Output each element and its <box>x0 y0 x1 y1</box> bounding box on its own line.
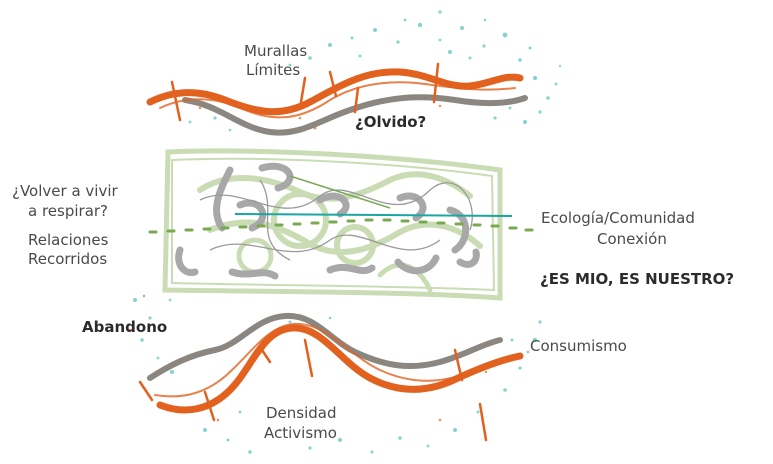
label-abandono: Abandono <box>82 318 167 337</box>
label-olvido: ¿Olvido? <box>355 113 426 132</box>
label-a-respirar: a respirar? <box>28 202 108 221</box>
label-recorridos: Recorridos <box>28 250 107 269</box>
label-ecologia-comunidad: Ecología/Comunidad <box>541 209 695 228</box>
bottom-gray-wave <box>150 316 500 378</box>
green-frame <box>165 151 500 298</box>
bottom-teal-speckles <box>133 298 542 454</box>
label-activismo: Activismo <box>264 424 337 443</box>
label-murallas: Murallas <box>244 42 307 61</box>
label-es-mio-es-nuestro: ¿ES MIO, ES NUESTRO? <box>540 270 734 289</box>
label-densidad: Densidad <box>266 404 337 423</box>
label-relaciones: Relaciones <box>28 231 108 250</box>
label-consumismo: Consumismo <box>530 337 627 356</box>
label-volver-a-vivir: ¿Volver a vivir <box>12 182 118 201</box>
label-limites: Límites <box>246 61 300 80</box>
label-conexion: Conexión <box>597 230 667 249</box>
